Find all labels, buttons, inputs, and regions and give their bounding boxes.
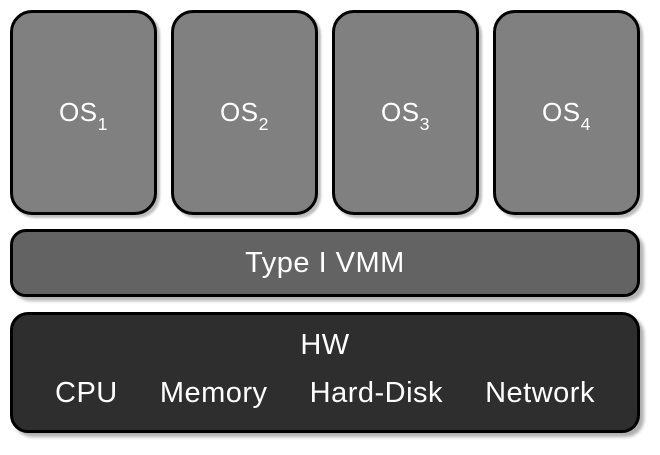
type-1-vmm-bar: Type I VMM (10, 229, 640, 297)
hardware-components: CPU Memory Hard-Disk Network (13, 377, 637, 410)
hardware-bar: HW CPU Memory Hard-Disk Network (10, 312, 640, 433)
guest-os-box-1: OS1 (10, 10, 157, 215)
hw-component-memory: Memory (159, 377, 268, 409)
os-subscript: 3 (419, 113, 430, 134)
hw-component-hard-disk: Hard-Disk (309, 377, 444, 409)
hardware-title: HW (300, 329, 350, 361)
os-label: OS1 (59, 97, 108, 134)
guest-os-row: OS1 OS2 OS3 OS4 (10, 10, 640, 215)
os-label: OS3 (381, 97, 430, 134)
hw-component-cpu: CPU (55, 377, 118, 409)
os-subscript: 2 (258, 113, 269, 134)
os-label: OS4 (542, 97, 591, 134)
os-subscript: 1 (97, 113, 108, 134)
guest-os-box-3: OS3 (332, 10, 479, 215)
os-subscript: 4 (580, 113, 591, 134)
vmm-label: Type I VMM (245, 246, 405, 279)
guest-os-box-4: OS4 (493, 10, 640, 215)
hw-component-network: Network (485, 377, 595, 409)
guest-os-box-2: OS2 (171, 10, 318, 215)
os-label: OS2 (220, 97, 269, 134)
